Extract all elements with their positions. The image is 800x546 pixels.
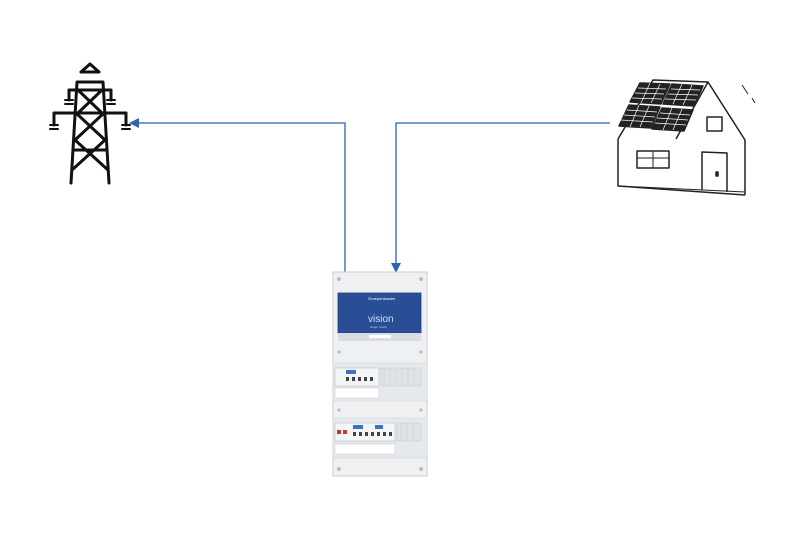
panel-brand-small: Groepenkasten <box>368 296 395 301</box>
transmission-tower-icon <box>49 62 131 185</box>
breaker-row-2 <box>332 417 428 459</box>
panel-display <box>338 293 421 333</box>
panel-brand-label: vision <box>368 314 394 325</box>
distribution-board-icon: Groepenkasten vision Hager Vision <box>332 271 428 477</box>
panel-brand-sub: Hager Vision <box>370 325 387 329</box>
connector-house-to-panel <box>391 122 610 273</box>
solar-panel-grid <box>618 82 704 132</box>
connector-panel-to-pylon <box>129 118 346 272</box>
breaker-row-1 <box>332 362 428 402</box>
solar-house-icon <box>617 79 756 196</box>
